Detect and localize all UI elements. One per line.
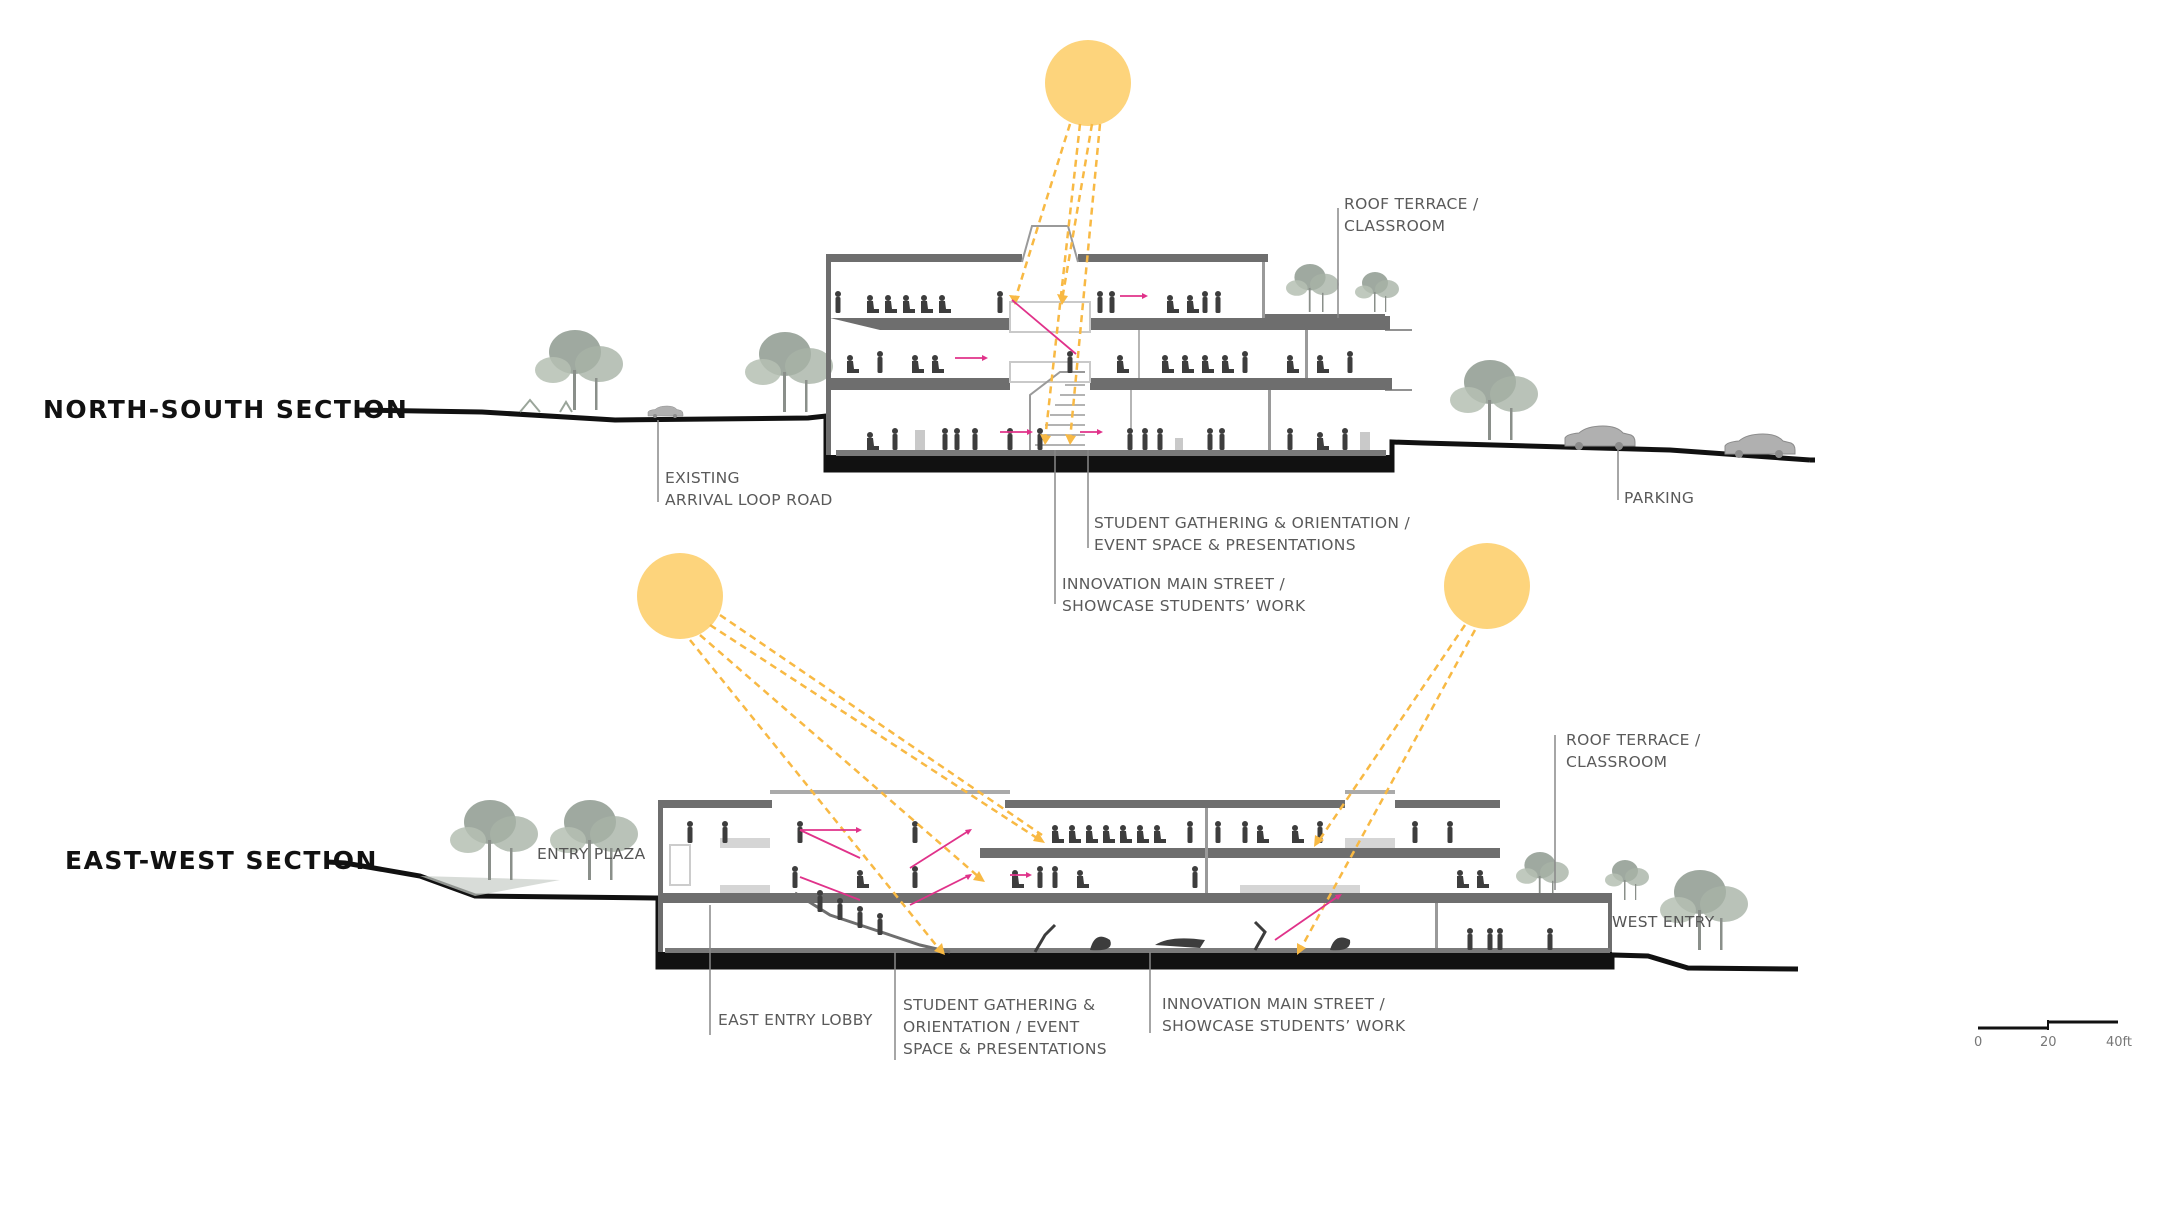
- ew-leaders: [709, 735, 1556, 1060]
- scale-tick-40: 40ft: [2106, 1035, 2132, 1050]
- north-south-title: NORTH-SOUTH SECTION: [43, 395, 408, 424]
- scale-tick-0: 0: [1974, 1035, 1982, 1050]
- ns-innovation-label: INNOVATION MAIN STREET /: [1062, 575, 1285, 593]
- ew-roof-terrace-label-2: CLASSROOM: [1566, 753, 1667, 771]
- ns-building: [826, 225, 1412, 470]
- ns-trees-left: [519, 330, 833, 413]
- ew-airflow-arrows: [799, 829, 1341, 941]
- ew-sun-right: [1444, 543, 1530, 629]
- ew-east-lobby-label: EAST ENTRY LOBBY: [718, 1011, 873, 1029]
- ew-sun-left: [637, 553, 723, 639]
- ns-parking-label: PARKING: [1624, 489, 1694, 507]
- east-west-title: EAST-WEST SECTION: [65, 846, 378, 875]
- ns-occupants: [835, 291, 1370, 450]
- ns-roof-terrace-label: ROOF TERRACE /: [1344, 195, 1479, 213]
- ns-sun: [1045, 40, 1131, 126]
- ew-innovation-label-2: SHOWCASE STUDENTS’ WORK: [1162, 1017, 1406, 1035]
- ns-gathering-label-2: EVENT SPACE & PRESENTATIONS: [1094, 536, 1356, 554]
- ew-gathering-label-3: SPACE & PRESENTATIONS: [903, 1040, 1107, 1058]
- ew-gathering-label: STUDENT GATHERING &: [903, 996, 1095, 1014]
- ew-west-entry-label: WEST ENTRY: [1612, 913, 1715, 931]
- ns-sunlight-rays: [1013, 123, 1102, 441]
- north-south-section: NORTH-SOUTH SECTION: [43, 40, 1815, 615]
- ns-airflow-arrows: [955, 293, 1148, 435]
- ew-gathering-label-2: ORIENTATION / EVENT: [903, 1018, 1080, 1036]
- ew-trees-left: [450, 800, 638, 880]
- ns-car-left: [647, 405, 684, 419]
- scale-bar: 0 20 40ft: [1974, 1020, 2132, 1050]
- ns-existing-label-2: ARRIVAL LOOP ROAD: [665, 491, 833, 509]
- ns-gathering-label: STUDENT GATHERING & ORIENTATION /: [1094, 514, 1411, 532]
- ns-existing-label: EXISTING: [665, 469, 740, 487]
- ns-innovation-label-2: SHOWCASE STUDENTS’ WORK: [1062, 597, 1306, 615]
- ew-entry-plaza-label: ENTRY PLAZA: [537, 845, 646, 863]
- east-west-section: EAST-WEST SECTION: [65, 543, 1799, 1060]
- ns-roof-terrace-label-2: CLASSROOM: [1344, 217, 1445, 235]
- scale-tick-20: 20: [2040, 1035, 2057, 1050]
- ew-sunlight-rays: [689, 613, 1477, 951]
- ns-leaders: [657, 208, 1619, 604]
- ew-innovation-label: INNOVATION MAIN STREET /: [1162, 995, 1385, 1013]
- ew-roof-terrace-label: ROOF TERRACE /: [1566, 731, 1701, 749]
- ns-trees-right: [1450, 360, 1538, 440]
- ew-occupants: [687, 821, 1553, 953]
- ew-building: [658, 790, 1612, 967]
